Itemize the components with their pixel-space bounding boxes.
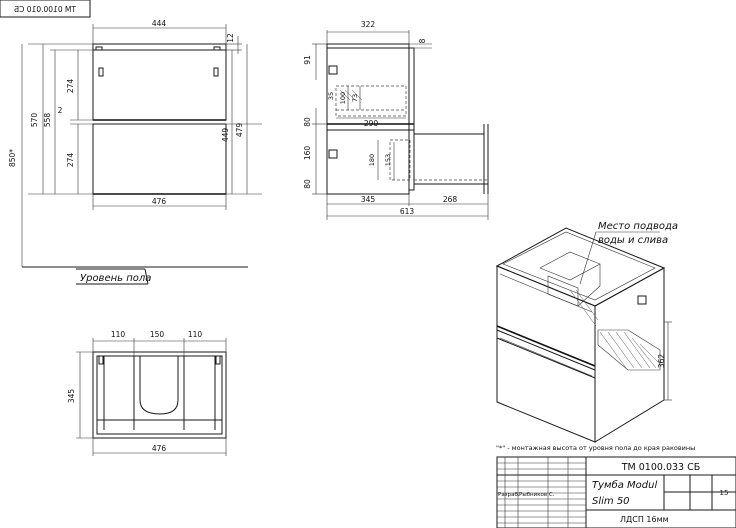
dim-449: 449 [221,128,230,143]
dim-268: 268 [443,195,458,204]
title-code: ТМ 0100.033 СБ [621,462,701,473]
dim-476-front: 476 [152,197,167,206]
title-material: ЛДСП 16мм [620,515,669,524]
dim-80-lower: 80 [303,179,312,189]
dim-110-left: 110 [111,330,126,339]
dim-153: 153 [384,154,392,166]
dim-613: 613 [400,207,415,216]
dim-345-side: 345 [361,195,376,204]
front-view: 444 12 570 558 274 2 274 850* 449 479 [8,19,262,285]
dim-150: 150 [150,330,165,339]
title-block: ТМ 0100.033 СБ Тумба Modul Slim 50 ЛДСП … [496,456,736,528]
dim-80-upper: 80 [303,117,312,127]
dim-479: 479 [235,123,244,138]
floor-label: Уровень пола [80,273,151,284]
dim-35: 35 [327,92,335,100]
dim-91: 91 [303,55,312,65]
dim-180: 180 [368,154,376,166]
dim-274-lower: 274 [66,153,75,168]
water-note-line1: Место подвода [598,221,678,232]
title-dev-label: Разраб. [498,492,520,498]
dim-160: 160 [303,146,312,161]
title-name-1: Тумба Modul [592,479,657,491]
mirrored-code-stamp: ТМ 0100.010 СБ [0,0,91,18]
dim-2: 2 [58,106,63,115]
isometric-view: 362 Место подвода воды и слива [495,221,678,443]
dim-73: 73 [351,94,359,102]
footnote: "*" - монтажная высота от уровня пола до… [496,444,695,452]
dim-558: 558 [43,113,52,128]
dim-322: 322 [361,20,376,29]
mirrored-code-text: ТМ 0100.010 СБ [14,5,77,14]
title-dev-name: Рыбников С. [519,492,555,498]
dim-110-right: 110 [188,330,203,339]
dim-12: 12 [226,33,235,43]
dim-850: 850* [8,149,17,167]
plan-view: 110 150 110 345 476 [67,330,227,456]
dim-444: 444 [152,19,167,28]
dim-274-upper: 274 [66,79,75,94]
dim-290: 290 [364,119,379,128]
side-view: 322 8 91 80 160 80 35 100 73 290 180 153 [303,20,489,220]
dim-8: 8 [418,38,427,43]
dim-345-plan: 345 [67,389,76,404]
dim-570: 570 [30,113,39,128]
dim-362: 362 [657,354,666,369]
title-name-2: Slim 50 [592,496,630,507]
water-note-line2: воды и слива [598,235,668,246]
title-sheet: 15 [720,489,729,497]
dim-476-plan: 476 [152,444,167,453]
dim-100: 100 [339,92,347,104]
